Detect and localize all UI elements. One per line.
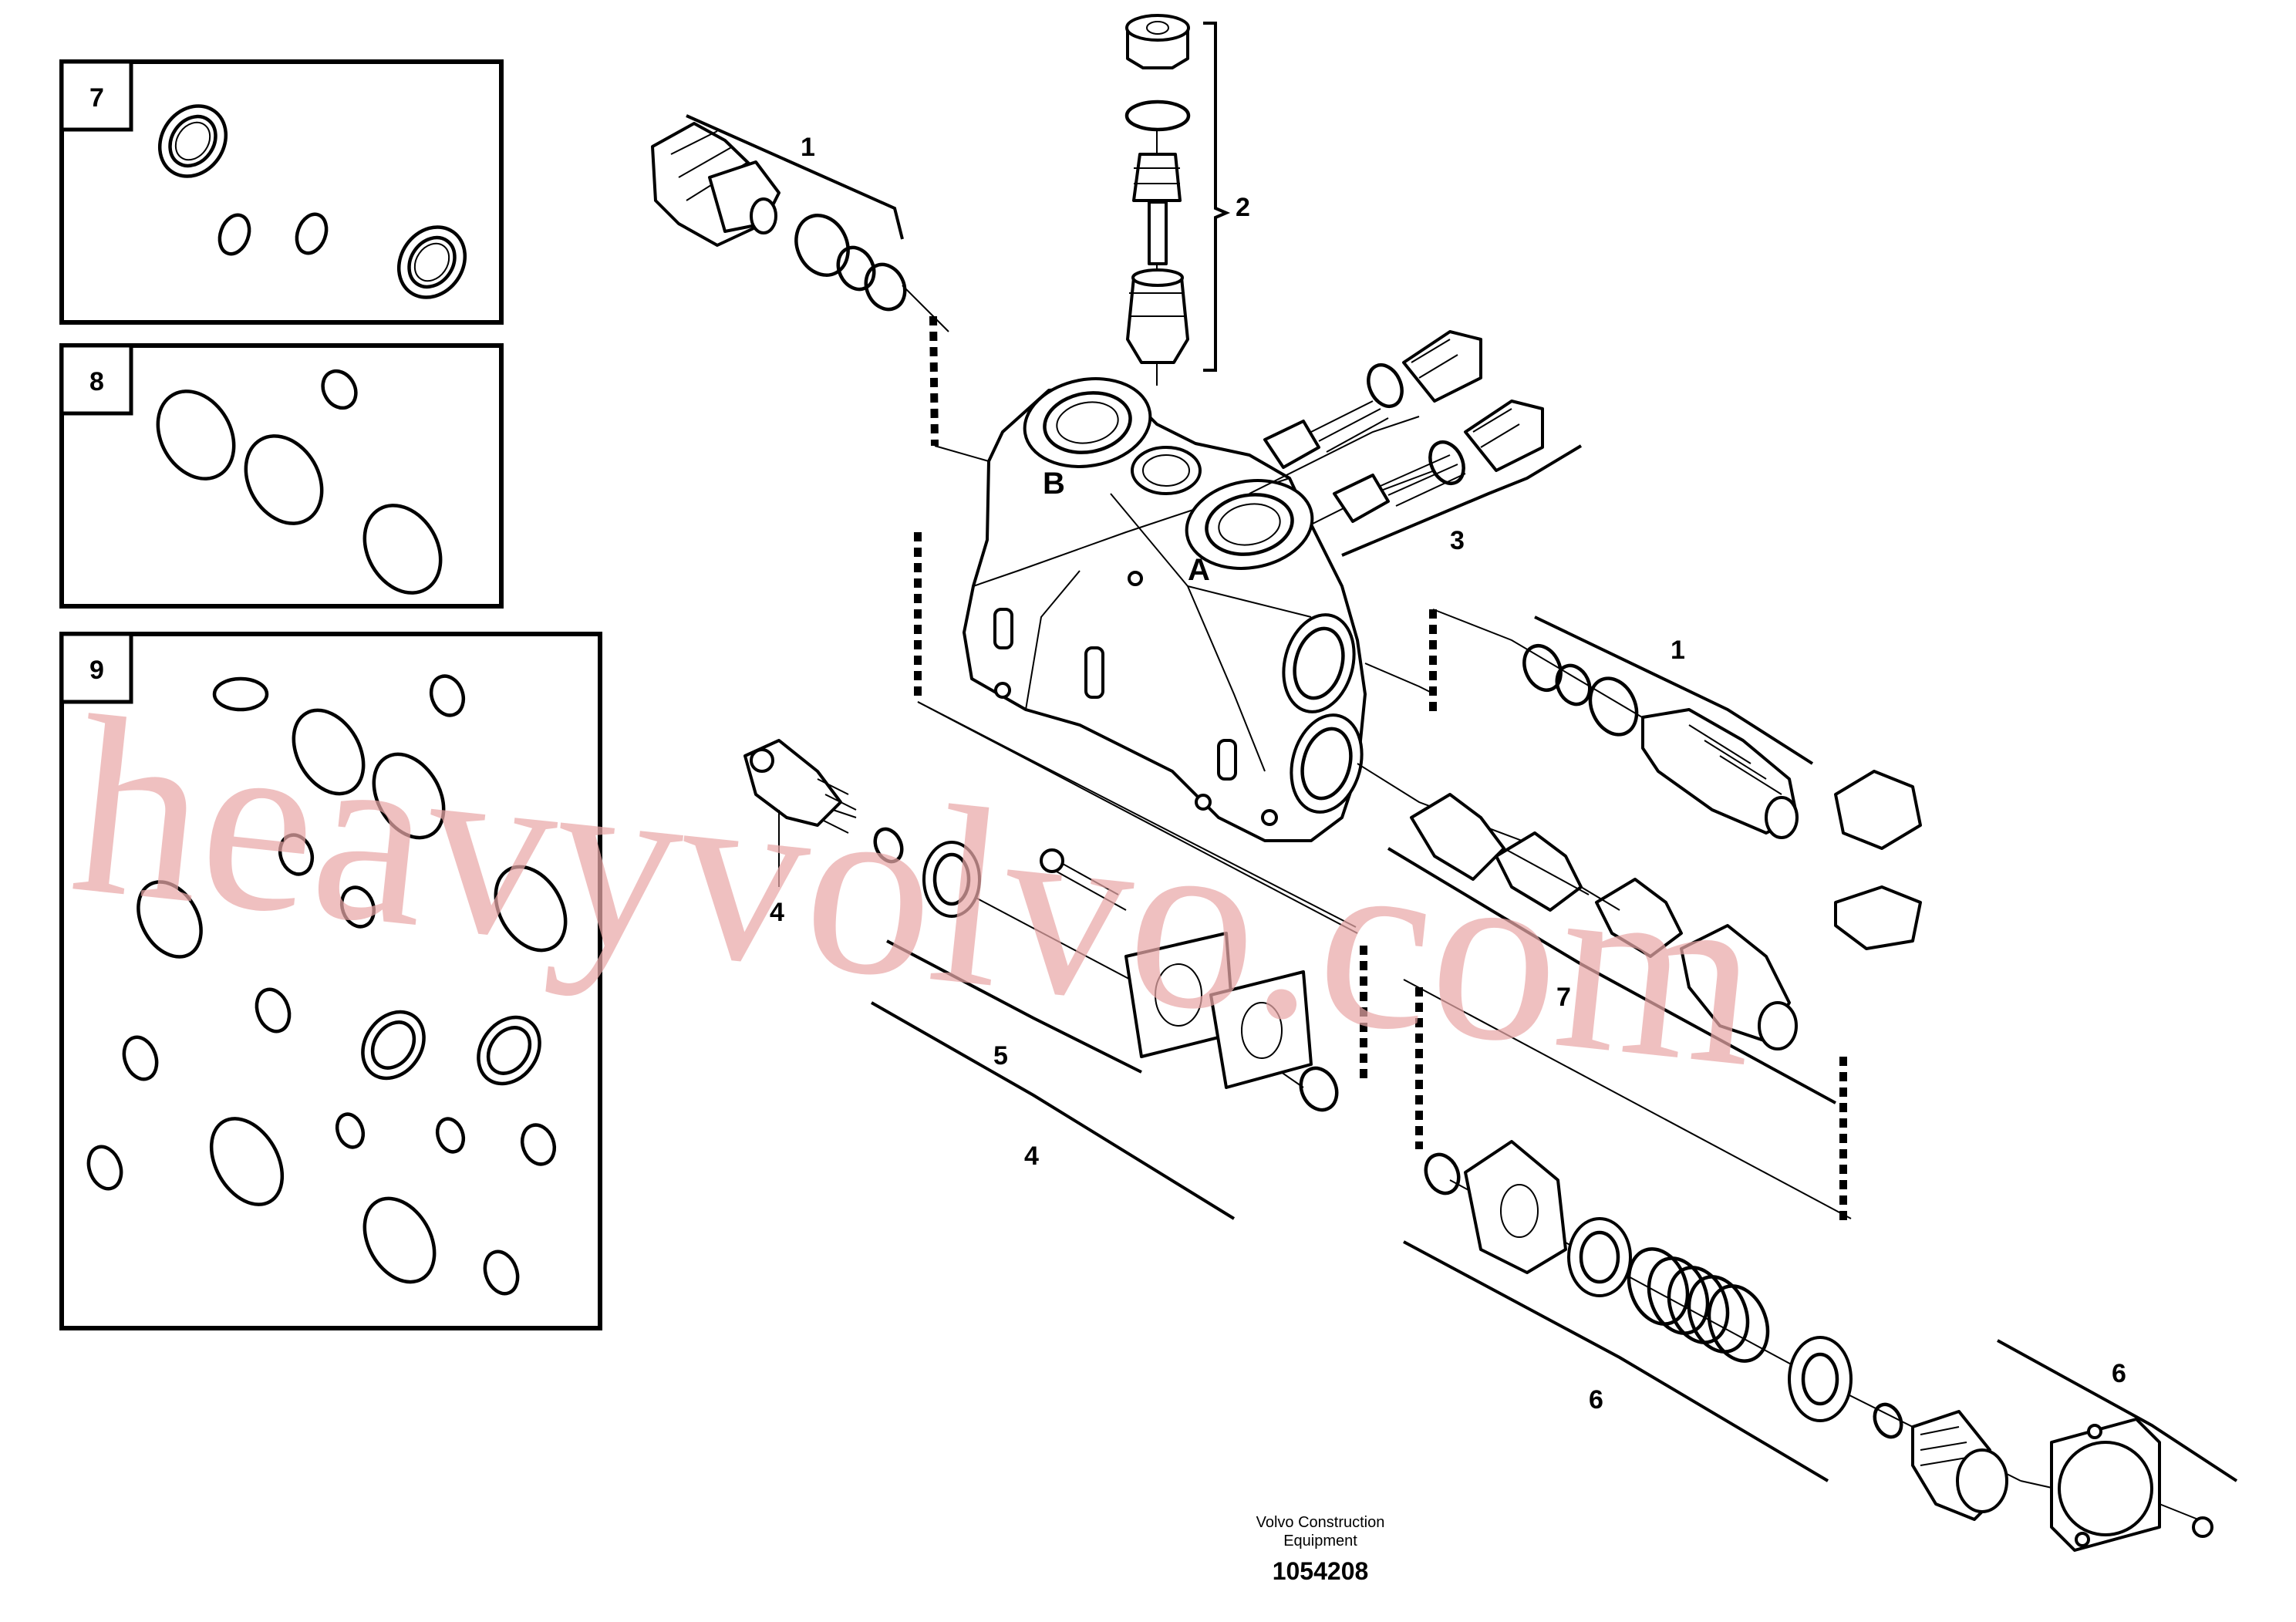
callout-4-pin: 4 bbox=[770, 898, 784, 927]
drawing-caption: Volvo Construction Equipment 1054208 bbox=[1256, 1514, 1385, 1585]
callout-7-spool: 7 bbox=[1556, 983, 1571, 1012]
callout-1-right: 1 bbox=[1671, 636, 1685, 665]
o-ring-icon bbox=[156, 369, 443, 595]
callout-brackets bbox=[686, 22, 2238, 1482]
o-ring-icon bbox=[86, 674, 568, 1296]
drawing-number: 1054208 bbox=[1273, 1557, 1369, 1585]
inset-9-complete-seal-kit: 9 bbox=[59, 632, 602, 1330]
valve-section-body: B A bbox=[963, 377, 1367, 842]
watermark-text: heavyvolvo.com bbox=[62, 663, 1771, 1120]
caption-line-2: Equipment bbox=[1283, 1533, 1357, 1549]
main-spool bbox=[1410, 793, 1798, 1050]
port-b-label: B bbox=[1043, 467, 1065, 501]
wiper-seal-icon bbox=[396, 225, 467, 299]
callout-5-cover: 5 bbox=[993, 1041, 1008, 1071]
callout-4-bracket: 4 bbox=[1024, 1141, 1039, 1171]
spool-eye-pin bbox=[743, 739, 904, 864]
callout-6-spring: 6 bbox=[1589, 1385, 1603, 1415]
wiper-seal-icon bbox=[157, 104, 228, 178]
relief-valve-cartridge-right bbox=[1522, 644, 1922, 950]
port-a-label: A bbox=[1188, 553, 1210, 587]
relief-valve-cartridge-top bbox=[651, 122, 907, 312]
o-ring-icon bbox=[217, 212, 329, 256]
spring-icon bbox=[1627, 1247, 1770, 1363]
spool-cover-assembly bbox=[922, 841, 1339, 1112]
wiper-seal-icon bbox=[361, 1010, 541, 1086]
callout-numbers: 1 2 3 1 7 4 5 4 6 6 bbox=[770, 133, 2126, 1415]
inset-9-label: 9 bbox=[89, 656, 104, 685]
spool-end-cap-icon bbox=[1834, 770, 1922, 950]
callout-2-top: 2 bbox=[1236, 193, 1250, 222]
inset-7-seal-kit: 7 bbox=[59, 59, 504, 325]
inset-8-label: 8 bbox=[89, 367, 104, 396]
callout-3-right: 3 bbox=[1450, 526, 1465, 555]
inset-7-label: 7 bbox=[89, 83, 104, 113]
spool-end-cap bbox=[2050, 1418, 2213, 1552]
spool-spring-kit bbox=[1424, 1140, 2008, 1521]
callout-1-top: 1 bbox=[801, 133, 815, 162]
anti-cavitation-valves bbox=[1263, 330, 1544, 523]
caption-line-1: Volvo Construction bbox=[1256, 1514, 1385, 1531]
plug-assembly-top bbox=[1124, 14, 1191, 364]
callout-6-end: 6 bbox=[2112, 1359, 2126, 1388]
inset-8-o-ring-kit: 8 bbox=[59, 343, 504, 609]
